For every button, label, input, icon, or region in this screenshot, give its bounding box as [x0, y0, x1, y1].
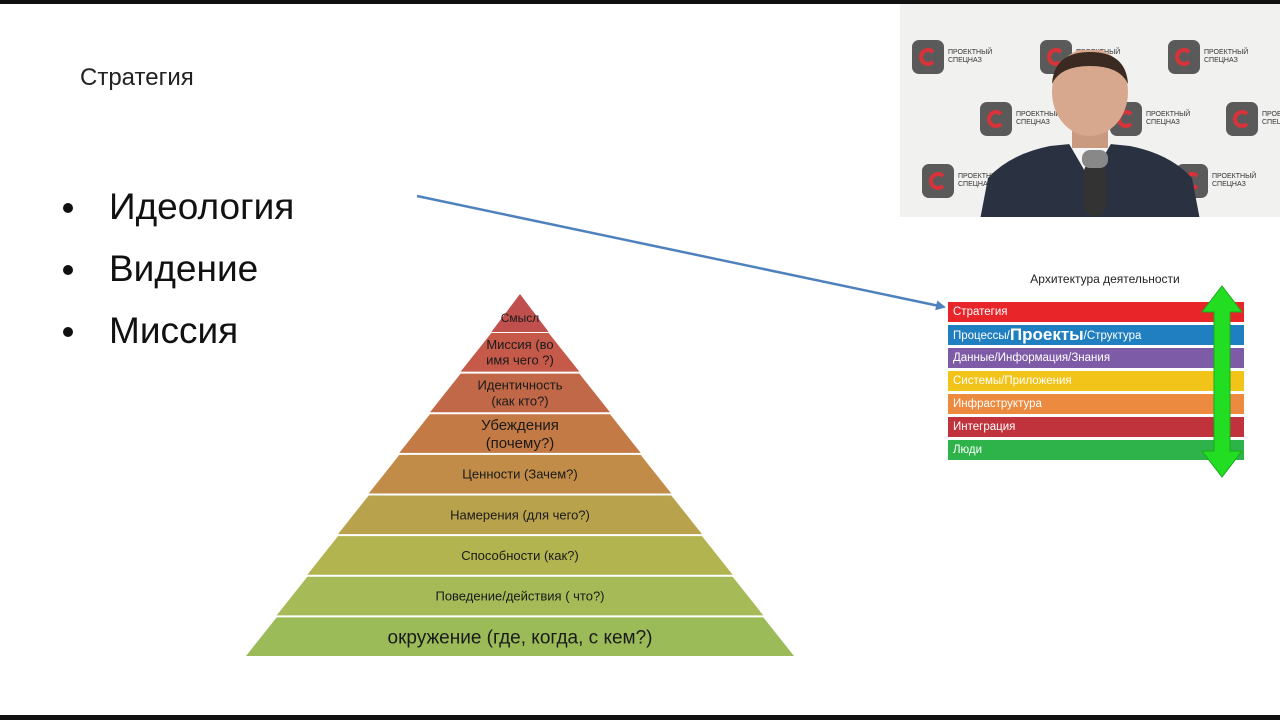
logo-text: ПРОЕКТНЫЙ СПЕЦНАЗ [1016, 111, 1061, 126]
layer-label: Люди [953, 444, 983, 456]
pyramid-level-label: (как кто?) [491, 393, 548, 408]
layer-label: Данные/Информация/Знания [953, 352, 1111, 364]
pyramid-level-label: Ценности (Зачем?) [462, 467, 577, 482]
pyramid-level-label: Поведение/действия ( что?) [435, 589, 604, 604]
logo-hex-icon [980, 102, 1012, 136]
activity-architecture-diagram: Архитектура деятельности Стратегия Проце… [940, 264, 1260, 484]
architecture-layer-systems: Системы/Приложения [948, 371, 1244, 391]
logo-text: ПРОЕКТНЫЙ СПЕЦНАЗ [1262, 111, 1280, 126]
double-arrow-up-down-icon [1200, 285, 1244, 478]
logo-hex-icon [1226, 102, 1258, 136]
bullet-text: Видение [109, 248, 259, 289]
layer-label-emphasis: Проекты [1009, 325, 1084, 344]
brand-logo: ПРОЕКТНЫЙ СПЕЦНАЗ [980, 102, 1061, 136]
pyramid-level-label: Намерения (для чего?) [450, 507, 590, 522]
pyramid-level [429, 373, 611, 413]
pyramid-level-label: Смысл [501, 311, 540, 325]
bullet-item: Видение [56, 242, 294, 304]
top-letterbox-bar [0, 0, 1280, 4]
bullet-list: Идеология Видение Миссия [56, 180, 294, 366]
architecture-layer-processes: Процессы/Проекты/Структура [948, 325, 1244, 345]
logo-hex-icon [922, 164, 954, 198]
brand-logo: ПРОЕКТНЫЙ СПЕЦНАЗ [922, 164, 1003, 198]
logo-text: ПРОЕКТНЫЙ СПЕЦНАЗ [948, 49, 993, 64]
logo-text: ПРОЕКТНЫЙ СПЕЦНАЗ [1146, 111, 1191, 126]
architecture-title: Архитектура деятельности [1030, 272, 1180, 286]
pyramid-level-label: имя чего ?) [486, 353, 554, 368]
architecture-layer-people: Люди [948, 440, 1244, 460]
bullet-item: Миссия [56, 304, 294, 366]
pyramid-level-label: Идентичность [478, 378, 563, 393]
bullet-dot-icon [63, 327, 73, 337]
pyramid-level [460, 333, 580, 372]
pyramid-level [276, 576, 764, 616]
pyramid-level [399, 414, 641, 453]
brand-logo: ПРОЕКТНЫЙ СПЕЦНАЗ [912, 40, 993, 74]
bullet-item: Идеология [56, 180, 294, 242]
bullet-text: Миссия [109, 310, 239, 351]
layer-label: Интеграция [953, 421, 1016, 433]
presenter-video-silhouette [980, 50, 1200, 217]
pyramid-level [491, 294, 549, 332]
pyramid-level [246, 617, 794, 656]
bullet-dot-icon [63, 265, 73, 275]
layer-label: Инфраструктура [953, 398, 1042, 410]
logo-text: ПРОЕКТНЫЙ СПЕЦНАЗ [958, 173, 1003, 188]
pyramid-level-label: Миссия (во [486, 337, 553, 352]
logo-hex-icon [912, 40, 944, 74]
architecture-layer-strategy: Стратегия [948, 302, 1244, 322]
logo-text: ПРОЕКТНЫЙ СПЕЦНАЗ [1212, 173, 1257, 188]
brand-logo: ПРОЕКТНЫЙ СПЕЦНАЗ [1226, 102, 1280, 136]
layer-label-post: /Структура [1083, 330, 1142, 342]
pyramid-level-label: Убеждения [481, 417, 559, 434]
brand-logo: ПРОЕКТНЫЙ СПЕЦНАЗ [1168, 40, 1249, 74]
architecture-layer-integration: Интеграция [948, 417, 1244, 437]
pyramid-level [368, 454, 672, 494]
pyramid-level [337, 495, 703, 535]
pyramid-level-label: (почему?) [486, 435, 555, 452]
logo-text: ПРОЕКТНЫЙ СПЕЦНАЗ [1204, 49, 1249, 64]
logo-hex-icon [1168, 40, 1200, 74]
layer-label: Стратегия [953, 306, 1008, 318]
bullet-dot-icon [63, 203, 73, 213]
webcam-overlay: ПРОЕКТНЫЙ СПЕЦНАЗ ПРОЕКТНЫЙ СПЕЦНАЗ ПРОЕ… [900, 4, 1280, 217]
slide-title: Стратегия [80, 64, 194, 91]
layer-label-pre: Процессы/ [953, 330, 1010, 342]
bullet-text: Идеология [109, 186, 295, 227]
pyramid-level-label: Способности (как?) [461, 548, 579, 563]
architecture-layer-infrastructure: Инфраструктура [948, 394, 1244, 414]
pyramid-level [307, 536, 733, 575]
bottom-letterbox-bar [0, 715, 1280, 720]
layer-label: Системы/Приложения [953, 375, 1072, 387]
pyramid-level-label: окружение (где, когда, с кем?) [388, 627, 653, 648]
architecture-layer-data: Данные/Информация/Знания [948, 348, 1244, 368]
